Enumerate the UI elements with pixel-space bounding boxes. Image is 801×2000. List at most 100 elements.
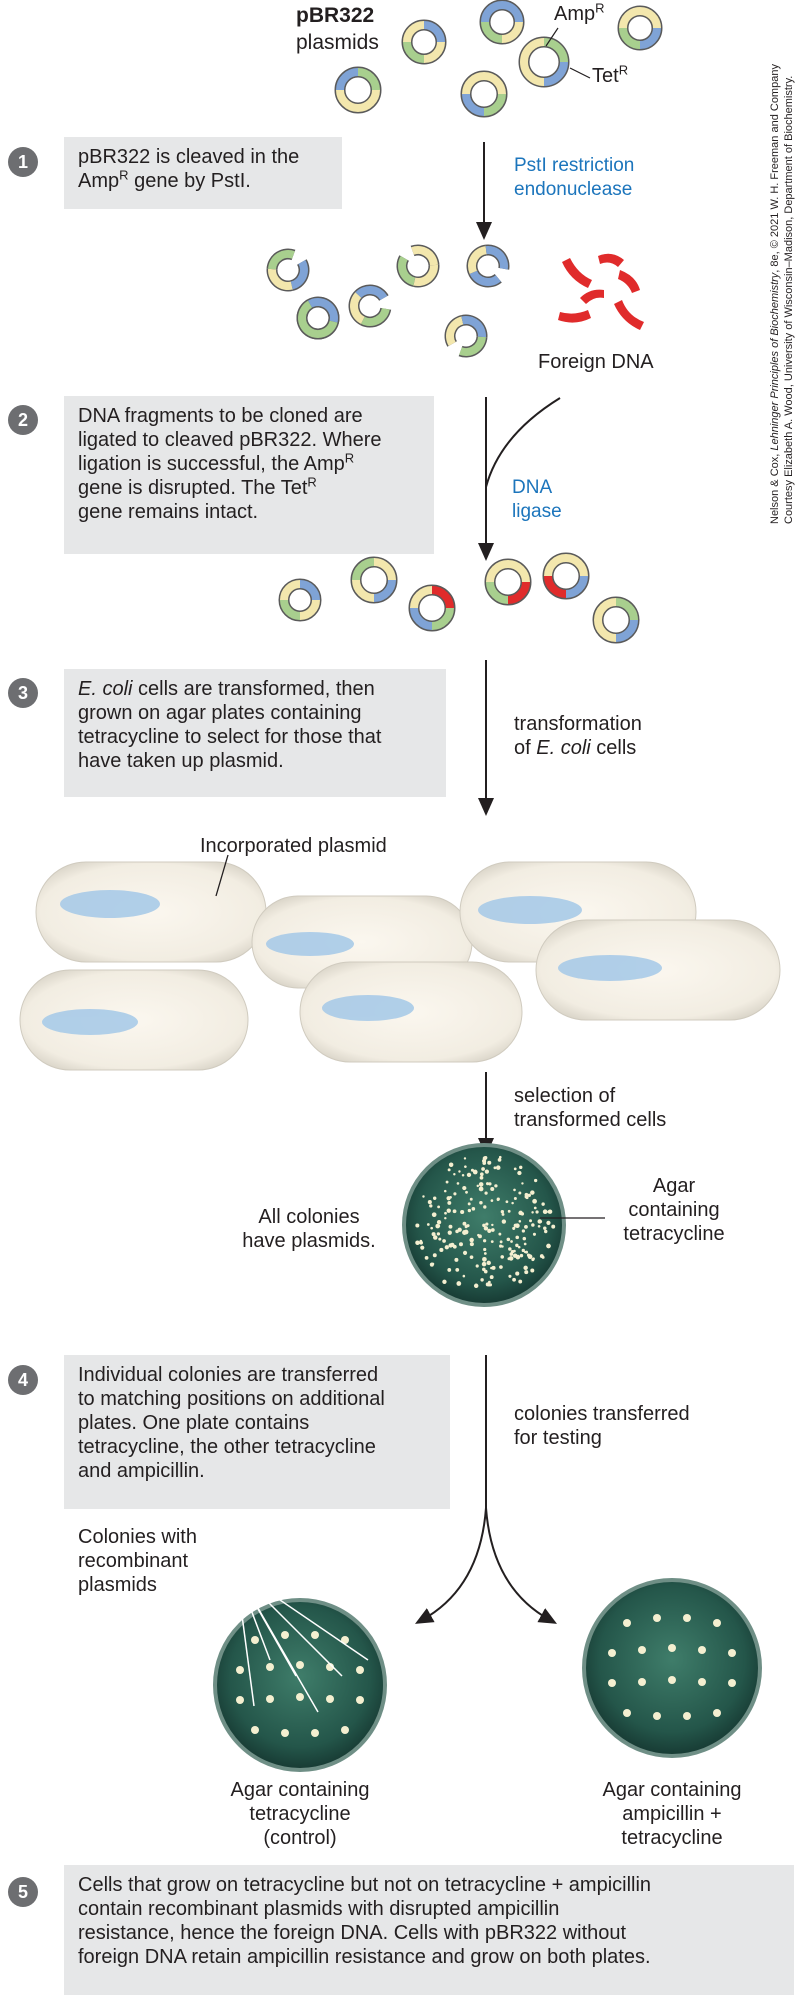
- colony: [521, 1182, 524, 1185]
- colony: [432, 1235, 438, 1240]
- plasmid-ring: [278, 578, 322, 622]
- credit-line-2: Courtesy Elizabeth A. Wood, University o…: [783, 75, 795, 524]
- colony: [446, 1208, 451, 1213]
- colony: [541, 1202, 545, 1206]
- step-1-number: 1: [8, 147, 38, 177]
- colony: [420, 1245, 425, 1250]
- step-2-line: DNA fragments to be cloned are: [78, 405, 363, 427]
- incorporated-leader: [215, 854, 229, 897]
- ampr-sup: R: [595, 0, 605, 16]
- colony: [506, 1237, 511, 1242]
- all-colonies-line: All colonies: [258, 1206, 360, 1228]
- selection-line: selection of: [514, 1085, 616, 1107]
- step-3-ecoli: E. coli: [78, 678, 133, 700]
- colony: [515, 1223, 520, 1229]
- colony: [535, 1210, 539, 1214]
- colony: [531, 1258, 535, 1262]
- colony: [448, 1243, 453, 1248]
- colony: [531, 1223, 535, 1227]
- arrow-transfer-left: [414, 1507, 487, 1624]
- colony: [508, 1247, 512, 1251]
- colony: [547, 1210, 551, 1214]
- colony: [436, 1232, 441, 1236]
- step-1-line: pBR322 is cleaved in the: [78, 146, 300, 168]
- colony: [544, 1229, 548, 1234]
- colony: [431, 1232, 436, 1237]
- colony: [483, 1247, 487, 1252]
- colony: [458, 1170, 461, 1173]
- step-3-number: 3: [8, 678, 38, 708]
- recombinant-line: recombinant: [78, 1550, 189, 1572]
- tetr-label: TetR: [592, 63, 628, 88]
- plasmid-ring: [484, 558, 532, 606]
- step-3-line: have taken up plasmid.: [78, 750, 284, 772]
- colony: [469, 1197, 473, 1201]
- colony: [522, 1236, 527, 1241]
- colony: [436, 1220, 442, 1225]
- colony: [456, 1182, 460, 1185]
- colony: [454, 1257, 459, 1262]
- colony: [447, 1168, 451, 1172]
- colony: [530, 1268, 535, 1273]
- colony: [251, 1636, 259, 1644]
- plasmid-ring: [617, 5, 663, 51]
- colony: [495, 1165, 501, 1170]
- colony: [500, 1255, 505, 1259]
- colony: [546, 1243, 551, 1249]
- colony: [529, 1219, 533, 1223]
- colony: [479, 1172, 484, 1177]
- colony: [462, 1274, 466, 1278]
- step-5-number: 5: [8, 1877, 38, 1907]
- colony: [653, 1712, 661, 1720]
- colony: [480, 1278, 484, 1282]
- colony: [638, 1678, 646, 1686]
- title-block: pBR322 plasmids: [296, 2, 379, 56]
- colony: [429, 1204, 433, 1208]
- colony: [478, 1186, 484, 1192]
- step-2-sup: R: [307, 474, 317, 490]
- incorporated-label: Incorporated plasmid: [200, 835, 387, 857]
- plate-right-line: Agar containing: [602, 1779, 742, 1801]
- colony: [532, 1232, 536, 1236]
- colony: [462, 1250, 468, 1255]
- agar-tet-line: Agar: [652, 1175, 696, 1197]
- colony: [462, 1221, 467, 1226]
- colony: [438, 1237, 442, 1241]
- colony: [498, 1232, 502, 1236]
- colony: [266, 1695, 274, 1703]
- transferred-line: colonies transferred: [514, 1403, 690, 1425]
- colony: [500, 1210, 505, 1214]
- colony: [478, 1182, 484, 1187]
- colony: [527, 1193, 531, 1197]
- colony: [527, 1254, 533, 1260]
- colony: [442, 1279, 447, 1284]
- step-2-line: ligated to cleaved pBR322. Where: [78, 429, 382, 451]
- colony: [487, 1261, 491, 1265]
- colony: [489, 1275, 494, 1280]
- colony: [505, 1200, 509, 1204]
- colony: [728, 1649, 736, 1657]
- colony: [485, 1182, 490, 1186]
- colony: [472, 1169, 478, 1175]
- colony: [356, 1666, 364, 1674]
- colony: [466, 1172, 472, 1178]
- agar-tet-label: Agar containing tetracycline: [604, 1174, 744, 1246]
- colony: [445, 1180, 449, 1184]
- colony: [683, 1614, 691, 1622]
- colony: [482, 1267, 486, 1272]
- plasmid-ring: [460, 70, 508, 118]
- colony: [415, 1240, 420, 1246]
- colony: [479, 1200, 483, 1205]
- step-1-box: pBR322 is cleaved in the AmpR gene by Ps…: [64, 137, 342, 209]
- tetr-text: Tet: [592, 65, 619, 87]
- plasmid-ring: [479, 0, 525, 45]
- colony: [510, 1240, 513, 1243]
- colony: [523, 1250, 527, 1254]
- recombinant-line: plasmids: [78, 1574, 157, 1596]
- colony: [464, 1165, 467, 1168]
- colony: [491, 1223, 494, 1227]
- colony: [524, 1192, 529, 1197]
- colony: [427, 1200, 432, 1205]
- colony: [507, 1209, 511, 1213]
- colony: [236, 1696, 244, 1704]
